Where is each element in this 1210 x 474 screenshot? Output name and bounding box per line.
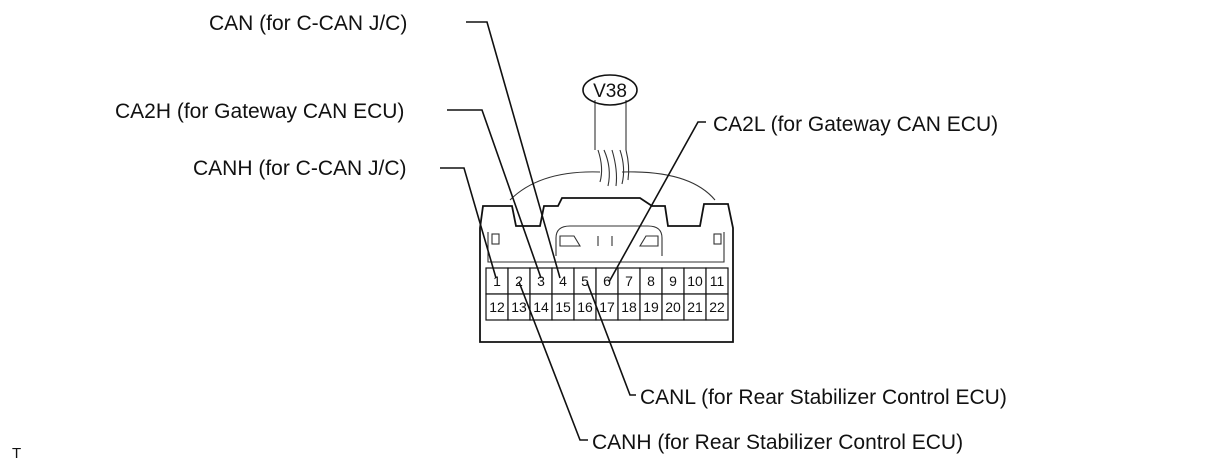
pin-label-2: 2 [515, 273, 523, 289]
leader-line-ca2l [608, 121, 706, 283]
pin-label-12: 12 [489, 299, 505, 315]
label-ca2l-gateway: CA2L (for Gateway CAN ECU) [713, 113, 998, 136]
label-canh-rear-stabilizer: CANH (for Rear Stabilizer Control ECU) [592, 431, 963, 454]
leader-line-ca2h [447, 109, 542, 279]
pin-label-5: 5 [581, 273, 589, 289]
pin-label-22: 22 [709, 299, 725, 315]
label-can-c-can-jc: CAN (for C-CAN J/C) [209, 12, 407, 35]
connector-id-badge: V38 [582, 74, 638, 106]
pin-label-15: 15 [555, 299, 571, 315]
pin-label-21: 21 [687, 299, 703, 315]
pin-label-17: 17 [599, 299, 615, 315]
pin-label-14: 14 [533, 299, 549, 315]
pin-label-6: 6 [603, 273, 611, 289]
connector-id: V38 [593, 81, 627, 102]
leader-line-canl-rear [586, 281, 636, 396]
corner-mark: T [12, 445, 21, 462]
pin-label-13: 13 [511, 299, 527, 315]
pin-label-8: 8 [647, 273, 655, 289]
pin-label-7: 7 [625, 273, 633, 289]
pin-label-3: 3 [537, 273, 545, 289]
pin-label-4: 4 [559, 273, 567, 289]
label-ca2h-gateway: CA2H (for Gateway CAN ECU) [115, 100, 404, 123]
leader-line-canh-rear [518, 281, 588, 441]
pin-label-19: 19 [643, 299, 659, 315]
pin-label-9: 9 [669, 273, 677, 289]
leader-lines [440, 21, 706, 441]
pin-label-1: 1 [493, 273, 501, 289]
leader-line-canh-cj [440, 167, 497, 279]
pin-label-20: 20 [665, 299, 681, 315]
leader-line-can-cj [466, 21, 561, 279]
pin-label-18: 18 [621, 299, 637, 315]
label-canl-rear-stabilizer: CANL (for Rear Stabilizer Control ECU) [640, 386, 1007, 409]
label-canh-c-can-jc: CANH (for C-CAN J/C) [193, 157, 407, 180]
pin-cell-22 [705, 293, 729, 321]
wire-harness [509, 100, 716, 201]
pin-label-11: 11 [710, 273, 725, 289]
pin-label-16: 16 [577, 299, 593, 315]
pin-label-10: 10 [687, 273, 703, 289]
